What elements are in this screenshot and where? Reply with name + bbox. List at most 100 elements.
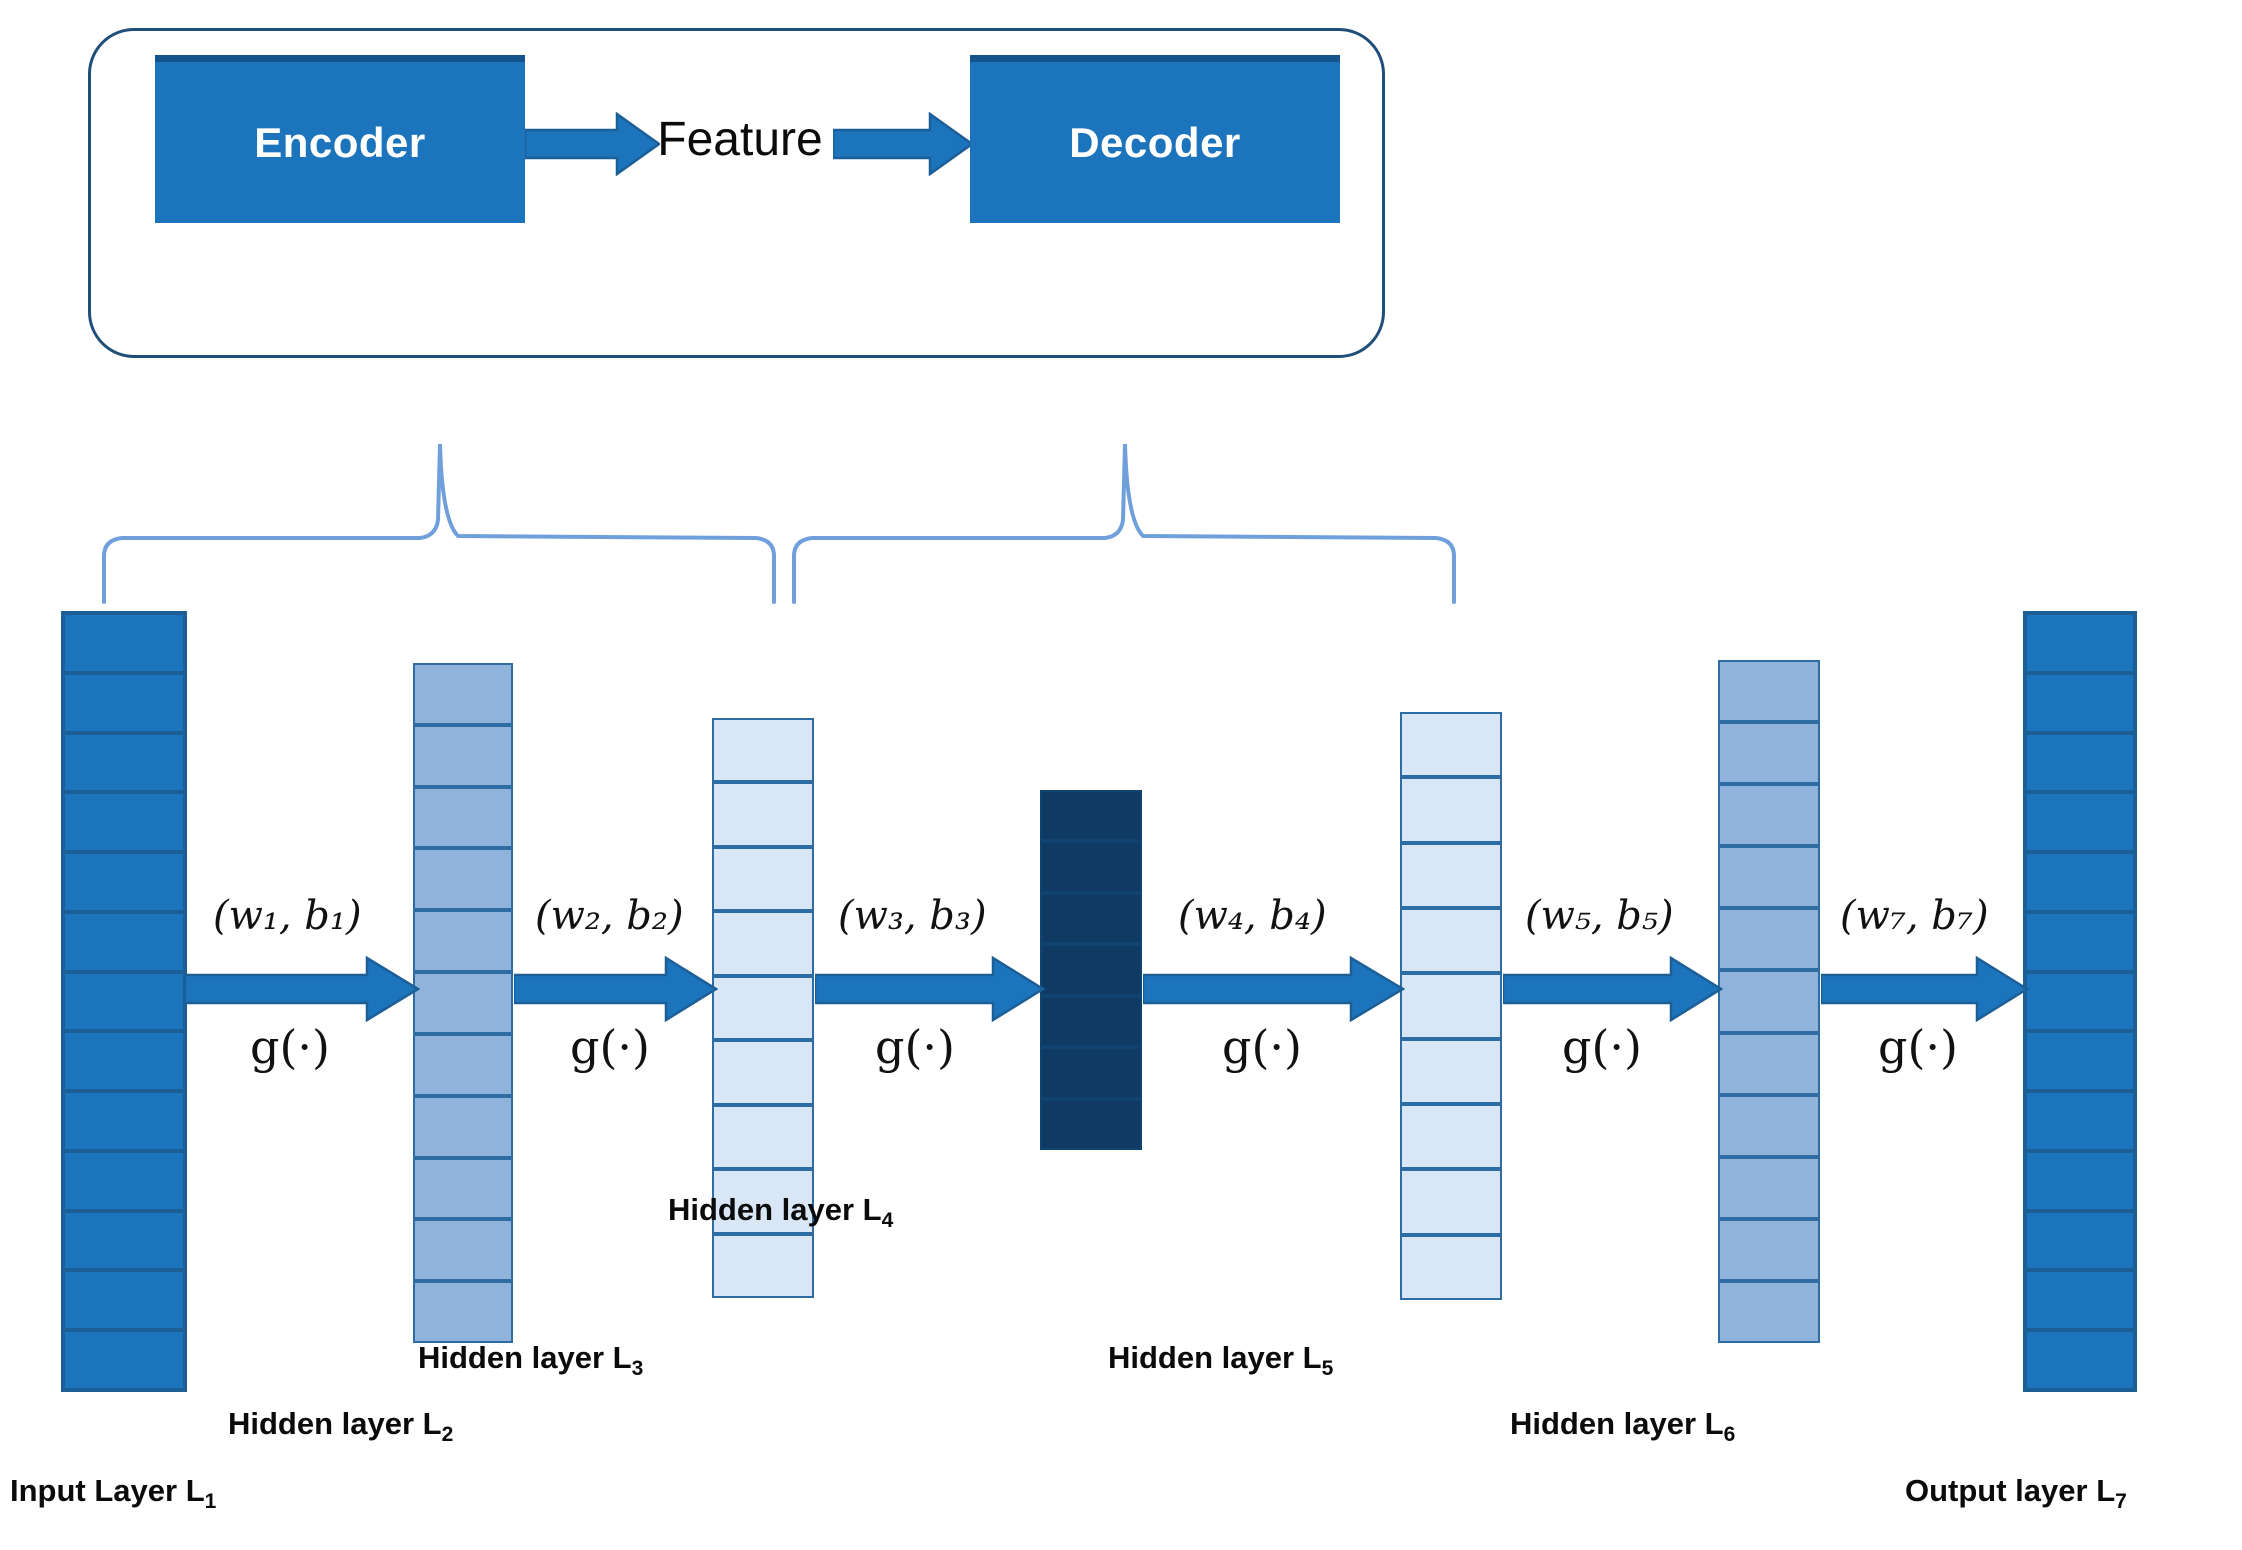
activation-label-4: g(·) — [1222, 1020, 1302, 1074]
layer-cell-L1-6 — [63, 911, 185, 972]
activation-label-5: g(·) — [1562, 1020, 1642, 1074]
caption-L6-text: Hidden layer L — [1510, 1406, 1724, 1441]
layer-cell-L1-8 — [63, 1031, 185, 1092]
activation-label-2: g(·) — [570, 1020, 650, 1074]
layer-cell-L3-2 — [712, 782, 814, 847]
feature-label: Feature — [657, 112, 823, 166]
caption-L1-sub: 1 — [204, 1490, 217, 1514]
caption-L5-text: Hidden layer L — [1108, 1340, 1322, 1375]
connection-arrow-2 — [514, 955, 718, 1023]
layer-cell-L6-9 — [1718, 1156, 1820, 1219]
caption-L2-sub: 2 — [441, 1423, 454, 1447]
decoder-block[interactable]: Decoder — [970, 55, 1340, 223]
layer-cell-L7-2 — [2025, 672, 2135, 733]
layer-cell-L1-1 — [63, 613, 185, 673]
layer-cell-L1-2 — [63, 672, 185, 733]
caption-L7-text: Output layer L — [1905, 1473, 2116, 1508]
layer-cell-L7-11 — [2025, 1210, 2135, 1271]
layer-column-L6[interactable] — [1718, 660, 1820, 1344]
layer-cell-L2-3 — [413, 786, 513, 849]
connection-arrow-5 — [1503, 955, 1723, 1023]
layer-cell-L4-7 — [1040, 1098, 1142, 1150]
layer-cell-L7-3 — [2025, 732, 2135, 793]
layer-cell-L2-4 — [413, 848, 513, 911]
layer-cell-L6-7 — [1718, 1032, 1820, 1095]
layer-cell-L4-6 — [1040, 1047, 1142, 1099]
layer-cell-L3-3 — [712, 846, 814, 912]
weight-label-2: (w₂, b₂) — [535, 893, 684, 939]
layer-cell-L6-8 — [1718, 1094, 1820, 1157]
layer-cell-L2-7 — [413, 1033, 513, 1096]
layer-column-L4[interactable] — [1040, 790, 1142, 1150]
connection-arrow-3 — [815, 955, 1045, 1023]
layer-cell-L2-6 — [413, 972, 513, 1034]
caption-L3: Hidden layer L3 — [418, 1340, 643, 1381]
layer-column-L5[interactable] — [1400, 712, 1502, 1300]
connection-arrow-1 — [185, 955, 420, 1023]
layer-cell-L3-8 — [712, 1169, 814, 1234]
encoder-block[interactable]: Encoder — [155, 55, 525, 223]
layer-cell-L7-9 — [2025, 1091, 2135, 1151]
layer-cell-L1-11 — [63, 1210, 185, 1271]
caption-L7: Output layer L7 — [1905, 1473, 2127, 1514]
layer-cell-L1-12 — [63, 1270, 185, 1331]
weight-label-1: (w₁, b₁) — [213, 893, 362, 939]
layer-cell-L5-7 — [1400, 1103, 1502, 1170]
layer-column-L2[interactable] — [413, 663, 513, 1343]
weight-label-4: (w₄, b₄) — [1178, 893, 1327, 939]
layer-cell-L1-5 — [63, 852, 185, 912]
layer-cell-L7-7 — [2025, 971, 2135, 1032]
layer-column-L1[interactable] — [61, 611, 187, 1392]
layer-cell-L6-10 — [1718, 1218, 1820, 1281]
layer-cell-L3-4 — [712, 911, 814, 976]
layer-cell-L2-2 — [413, 724, 513, 787]
caption-L4: Hidden layer L4 — [668, 1192, 893, 1233]
encoder-brace — [100, 440, 780, 605]
layer-cell-L6-11 — [1718, 1280, 1820, 1344]
layer-cell-L3-7 — [712, 1104, 814, 1170]
layer-cell-L6-4 — [1718, 846, 1820, 909]
caption-L1: Input Layer L1 — [10, 1473, 216, 1514]
layer-cell-L3-9 — [712, 1233, 814, 1298]
encoder-label: Encoder — [254, 118, 426, 166]
autoencoder-overview-panel — [88, 28, 1385, 358]
feature-label-wrap: Feature — [650, 104, 830, 174]
layer-cell-L7-8 — [2025, 1031, 2135, 1092]
weight-label-6: (w₇, b₇) — [1840, 893, 1989, 939]
activation-label-3: g(·) — [875, 1020, 955, 1074]
layer-cell-L4-1 — [1040, 790, 1142, 842]
layer-cell-L4-5 — [1040, 995, 1142, 1048]
layer-cell-L3-6 — [712, 1040, 814, 1105]
layer-cell-L7-1 — [2025, 613, 2135, 673]
caption-L2-text: Hidden layer L — [228, 1406, 442, 1441]
layer-cell-L7-13 — [2025, 1330, 2135, 1390]
layer-cell-L6-6 — [1718, 970, 1820, 1033]
layer-cell-L1-13 — [63, 1330, 185, 1390]
connection-arrow-6 — [1821, 955, 2029, 1023]
layer-column-L3[interactable] — [712, 718, 814, 1298]
layer-cell-L3-1 — [712, 718, 814, 783]
layer-cell-L2-11 — [413, 1281, 513, 1343]
layer-cell-L1-3 — [63, 732, 185, 793]
layer-cell-L5-5 — [1400, 973, 1502, 1039]
layer-cell-L7-4 — [2025, 792, 2135, 853]
caption-L5: Hidden layer L5 — [1108, 1340, 1333, 1381]
caption-L7-sub: 7 — [2115, 1490, 2127, 1514]
decoder-label: Decoder — [1069, 118, 1241, 166]
layer-cell-L7-6 — [2025, 911, 2135, 972]
layer-cell-L5-2 — [1400, 777, 1502, 843]
layer-cell-L7-5 — [2025, 852, 2135, 912]
layer-cell-L5-9 — [1400, 1234, 1502, 1300]
weight-label-5: (w₅, b₅) — [1525, 893, 1674, 939]
layer-cell-L4-4 — [1040, 944, 1142, 996]
weight-label-3: (w₃, b₃) — [838, 893, 987, 939]
layer-cell-L1-10 — [63, 1150, 185, 1211]
layer-cell-L5-8 — [1400, 1169, 1502, 1235]
caption-L3-text: Hidden layer L — [418, 1340, 632, 1375]
layer-cell-L7-12 — [2025, 1270, 2135, 1331]
layer-cell-L1-4 — [63, 792, 185, 853]
layer-cell-L2-10 — [413, 1219, 513, 1282]
layer-cell-L6-5 — [1718, 908, 1820, 971]
layer-column-L7[interactable] — [2023, 611, 2137, 1392]
layer-cell-L5-3 — [1400, 842, 1502, 908]
